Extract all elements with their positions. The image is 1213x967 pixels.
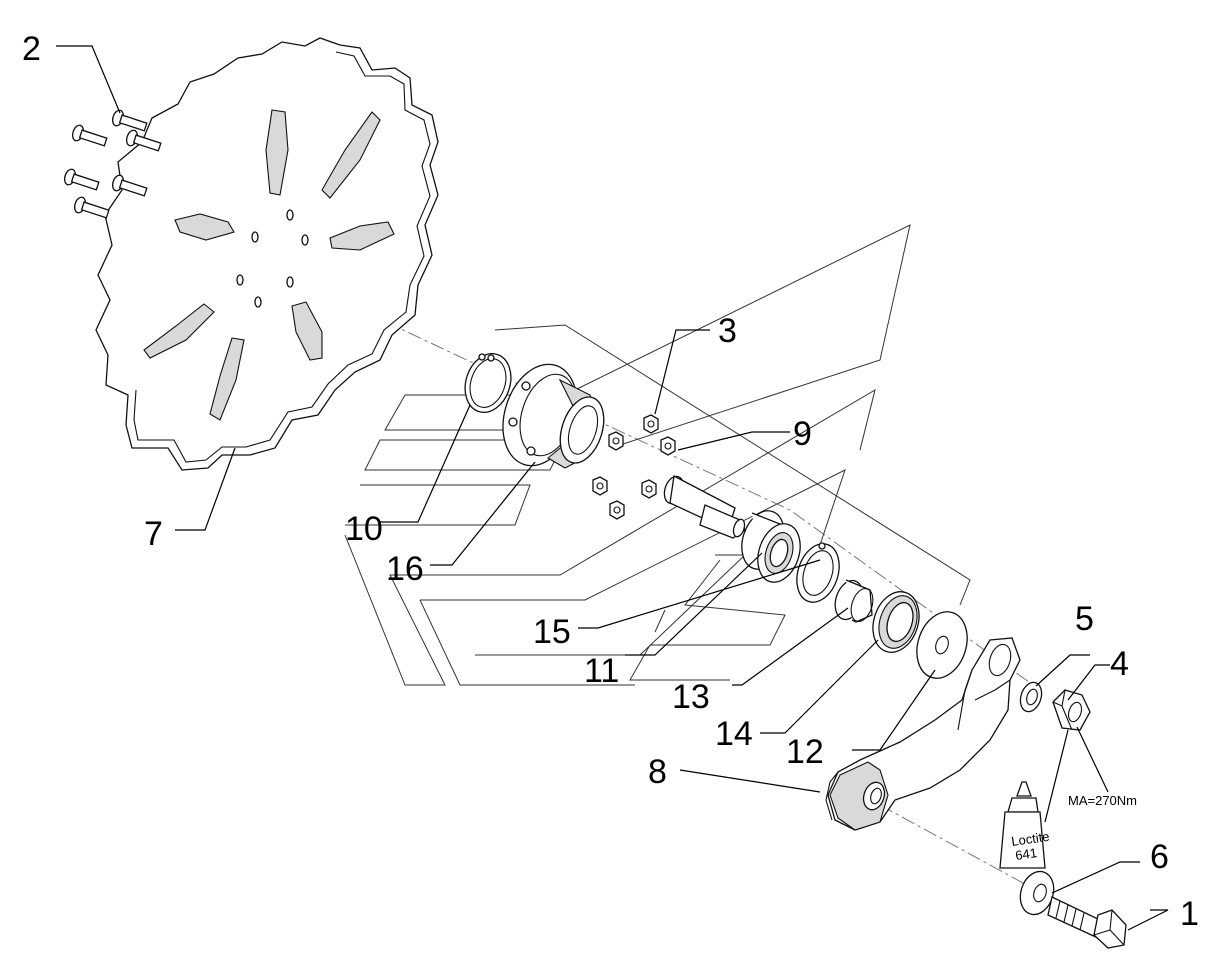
callout-4: 4 bbox=[1110, 645, 1129, 683]
screws-part-2 bbox=[63, 109, 162, 219]
callout-labels: 1 2 3 4 5 6 7 8 9 10 11 12 13 14 15 16 M… bbox=[22, 30, 1199, 933]
adhesive-bottle: Loctite 641 bbox=[999, 781, 1050, 869]
leader-lines bbox=[56, 45, 1169, 931]
adhesive-label-line2: 641 bbox=[1014, 845, 1038, 863]
callout-5: 5 bbox=[1075, 600, 1094, 638]
disc-slots bbox=[143, 109, 395, 421]
callout-2: 2 bbox=[22, 30, 41, 68]
disc-part-7 bbox=[95, 37, 439, 471]
callout-11: 11 bbox=[584, 652, 619, 690]
callout-6: 6 bbox=[1150, 838, 1169, 876]
callout-12: 12 bbox=[786, 733, 824, 771]
callout-10: 10 bbox=[345, 510, 383, 548]
circlip-part-10 bbox=[464, 353, 512, 413]
nut-part-4 bbox=[1052, 689, 1091, 731]
center-axis bbox=[249, 257, 1046, 896]
callout-1: 1 bbox=[1180, 895, 1199, 933]
callout-16: 16 bbox=[386, 550, 424, 588]
callout-8: 8 bbox=[648, 753, 667, 791]
bolt-part-1 bbox=[1047, 896, 1127, 949]
seal-part-14 bbox=[872, 591, 920, 653]
arm-part-8 bbox=[825, 637, 1021, 831]
adhesive-label-line1: Loctite bbox=[1010, 829, 1050, 849]
washer-part-5 bbox=[1019, 681, 1043, 713]
callout-7: 7 bbox=[144, 515, 163, 553]
callout-14: 14 bbox=[715, 715, 753, 753]
disc-bolt-holes bbox=[236, 209, 309, 308]
bearing-part-11 bbox=[741, 510, 801, 583]
axle-part-9 bbox=[663, 474, 746, 539]
callout-13: 13 bbox=[672, 678, 710, 716]
sleeve-part-13 bbox=[834, 579, 874, 623]
washer-part-6 bbox=[1019, 870, 1055, 916]
callout-9: 9 bbox=[793, 415, 812, 453]
explode-frames bbox=[344, 224, 971, 686]
callout-3: 3 bbox=[718, 312, 737, 350]
nuts-part-3 bbox=[592, 414, 676, 520]
torque-note: MA=270Nm bbox=[1068, 793, 1137, 808]
callout-15: 15 bbox=[533, 613, 571, 651]
hub-part-16 bbox=[502, 363, 605, 469]
washer-part-12 bbox=[916, 611, 968, 679]
